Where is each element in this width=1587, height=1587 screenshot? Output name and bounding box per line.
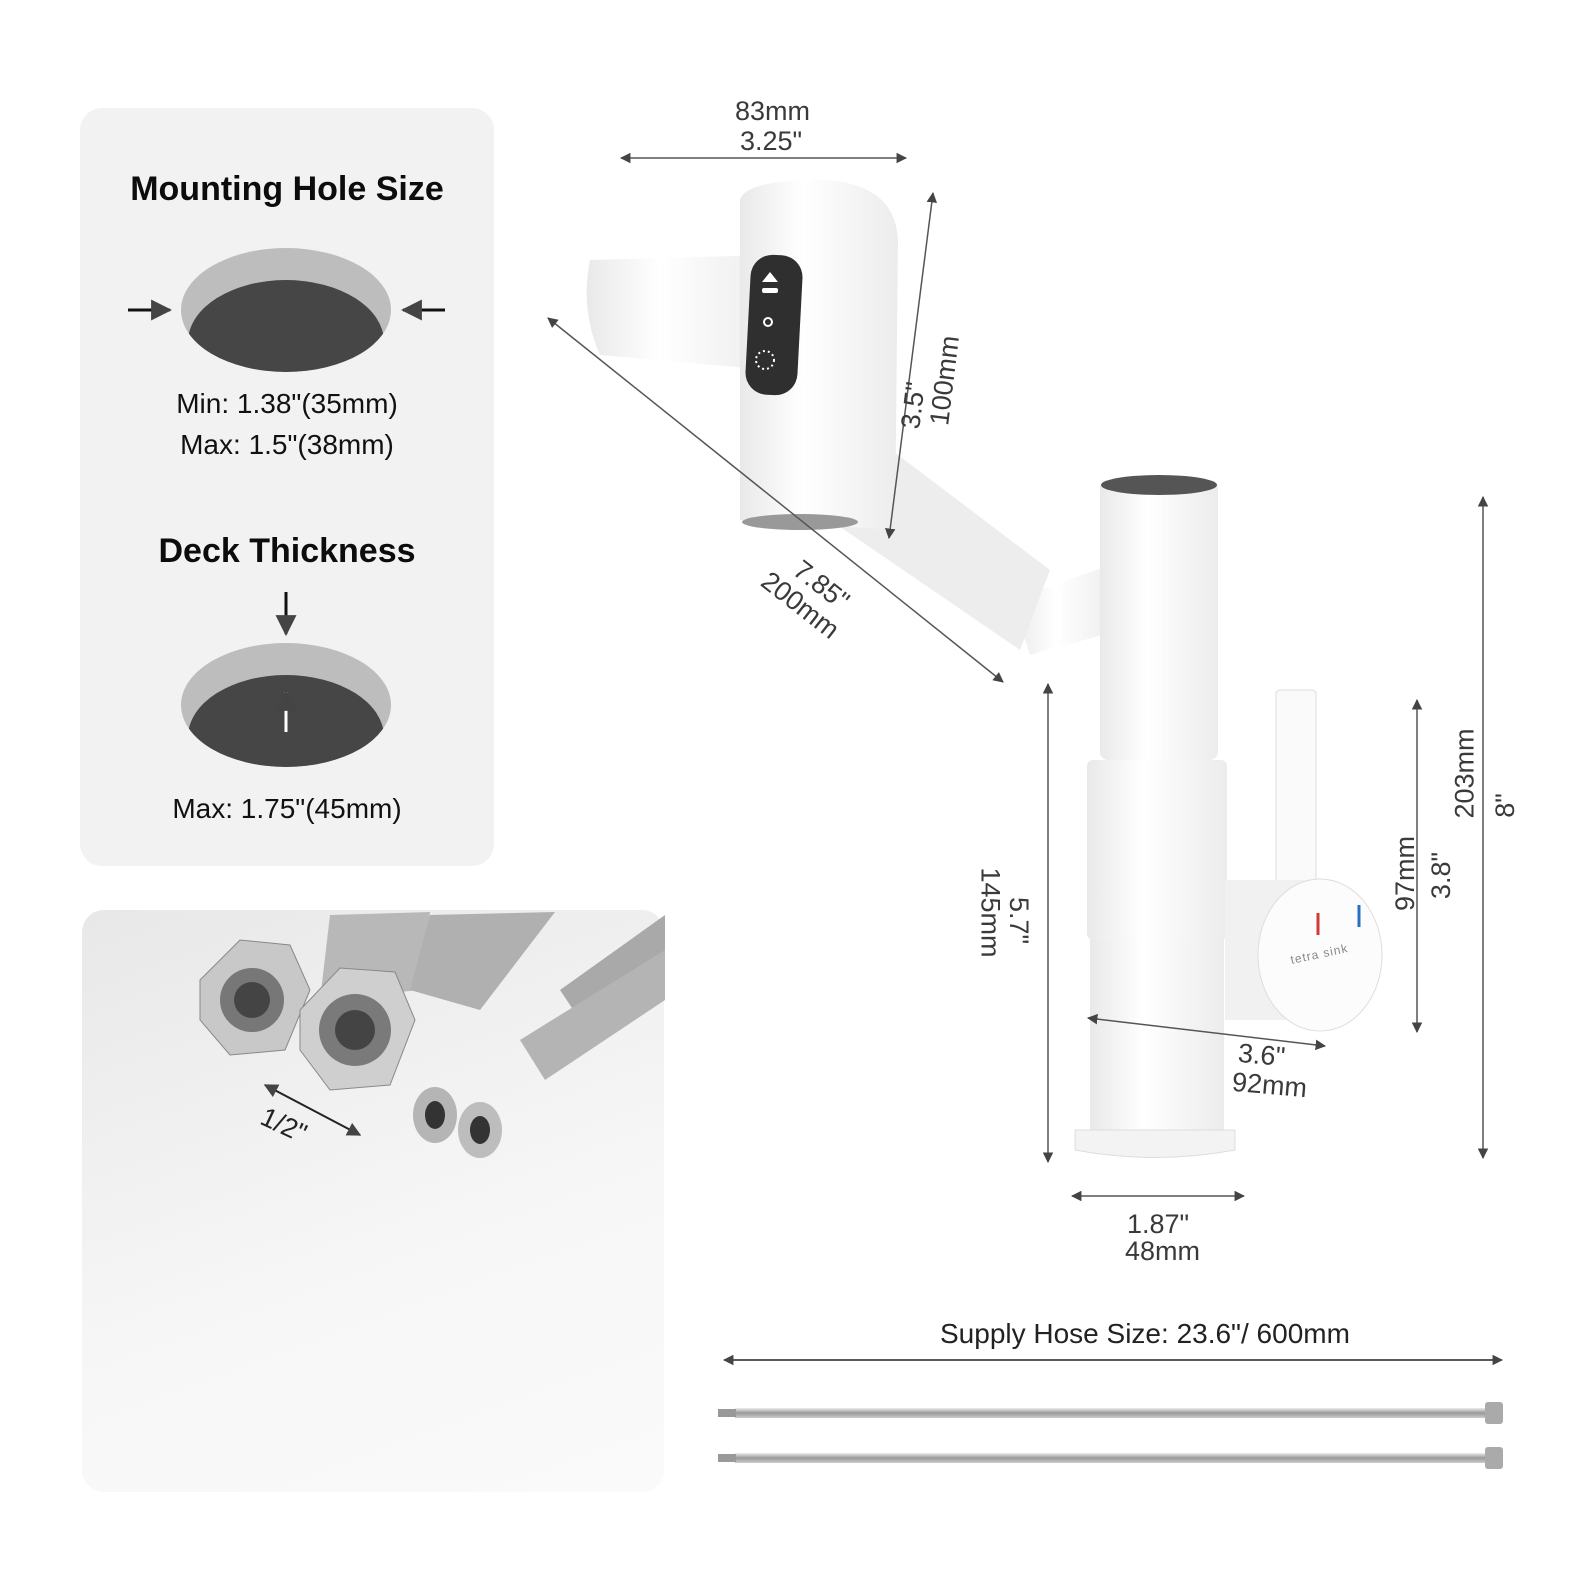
total-height-in: 8" xyxy=(1489,793,1520,818)
mounting-hole-max: Max: 1.5"(38mm) xyxy=(180,429,394,460)
handle-height-in: 3.8" xyxy=(1426,851,1457,900)
base-width-mm: 48mm xyxy=(1125,1236,1201,1266)
deck-thickness-title: Deck Thickness xyxy=(158,532,416,570)
dimension-lines xyxy=(547,152,1504,1366)
mounting-hole-title: Mounting Hole Size xyxy=(130,170,444,208)
supply-hoses-illustration xyxy=(718,1402,1503,1469)
spray-width-in: 3.25" xyxy=(740,126,803,156)
mounting-hole-min: Min: 1.38"(35mm) xyxy=(176,388,398,419)
handle-height-mm: 97mm xyxy=(1390,835,1421,912)
faucet-illustration xyxy=(586,180,1383,1158)
deck-thickness-icon xyxy=(181,592,391,767)
mounting-hole-icon xyxy=(128,248,445,372)
base-width-in: 1.87" xyxy=(1127,1209,1190,1239)
hose-fittings-photo xyxy=(199,912,665,1158)
total-height-mm: 203mm xyxy=(1449,728,1480,819)
spout-height-in: 5.7" xyxy=(1004,896,1035,945)
reach-mm: 92mm xyxy=(1230,1066,1309,1104)
spray-width-mm: 83mm xyxy=(735,96,811,126)
spout-height-mm: 145mm xyxy=(975,867,1006,958)
supply-hose-size-label: Supply Hose Size: 23.6"/ 600mm xyxy=(940,1318,1350,1349)
deck-thickness-max: Max: 1.75"(45mm) xyxy=(172,793,402,824)
